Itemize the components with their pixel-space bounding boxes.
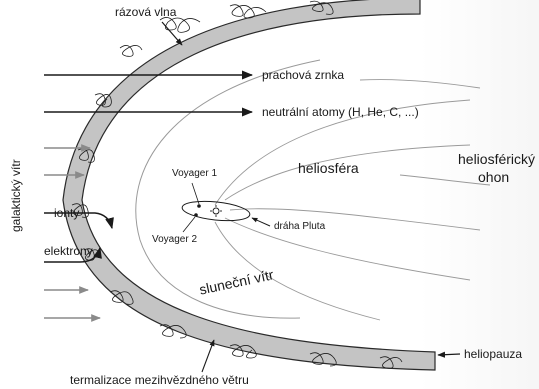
sun-icon <box>210 205 222 217</box>
bow-shock-label: rázová vlna <box>115 6 176 19</box>
interstellar-band <box>63 0 435 370</box>
heliotail-label-line2: ohon <box>478 170 509 185</box>
electrons-label: elektrony <box>44 245 93 258</box>
galactic-wind-label: galaktický vítr <box>10 159 23 232</box>
voyager2-pointer <box>183 217 195 232</box>
dust-grains-label: prachová zrnka <box>262 69 344 82</box>
thermalization-pointer <box>202 340 214 372</box>
voyager1-pointer <box>192 183 199 204</box>
thermalization-label: termalizace mezihvězdného větru <box>70 374 249 387</box>
pluto-orbit-label: dráha Pluta <box>274 221 325 232</box>
pluto-orbit-ellipse <box>181 198 251 223</box>
heliosphere-label: heliosféra <box>298 161 359 176</box>
ions-label: ionty <box>54 207 79 220</box>
voyager2-dot <box>194 213 198 217</box>
neutral-atoms-label: neutrální atomy (H, He, C, ...) <box>262 106 419 119</box>
pluto-orbit-pointer <box>252 218 270 226</box>
voyager1-label: Voyager 1 <box>172 168 217 179</box>
voyager1-dot <box>197 204 201 208</box>
heliopause-pointer <box>438 354 460 355</box>
heliopause-label: heliopauza <box>464 348 522 361</box>
voyager2-label: Voyager 2 <box>152 234 197 245</box>
heliotail-label-line1: heliosférický <box>458 152 535 167</box>
